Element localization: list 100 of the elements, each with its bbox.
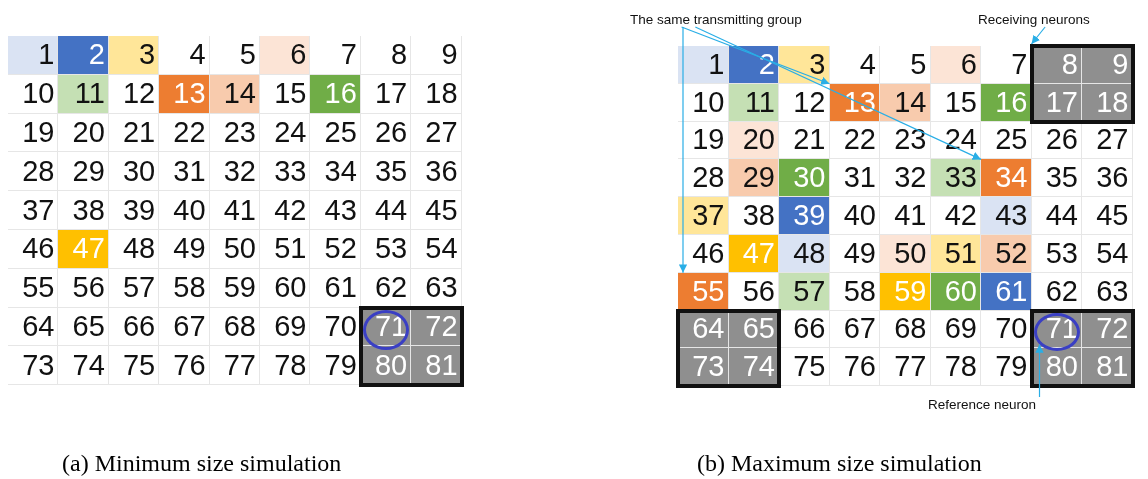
neuron-number: 68 — [209, 307, 259, 346]
neuron-number: 62 — [360, 268, 411, 307]
neuron-number: 4 — [159, 36, 209, 74]
neuron-number: 48 — [779, 235, 829, 272]
neuron-number: 33 — [930, 159, 980, 197]
neuron-number: 28 — [8, 152, 58, 191]
neuron-number: 56 — [728, 272, 778, 310]
neuron-number: 40 — [159, 191, 209, 229]
neuron-number: 6 — [930, 46, 980, 83]
neuron-number: 4 — [829, 46, 879, 83]
neuron-number: 2 — [728, 46, 778, 83]
neuron-number: 21 — [108, 113, 159, 152]
neuron-number: 42 — [930, 197, 980, 234]
neuron-number: 57 — [108, 268, 159, 307]
neuron-number: 46 — [8, 230, 58, 268]
callout-text: The same transmitting group — [630, 12, 802, 27]
neuron-number: 44 — [1031, 197, 1081, 234]
neuron-number: 43 — [310, 191, 360, 229]
caption: (b) Maximum size simulation — [697, 450, 982, 477]
neuron-number: 43 — [981, 197, 1031, 234]
neuron-number: 79 — [981, 348, 1031, 386]
neuron-number: 14 — [209, 74, 259, 113]
neuron-number: 18 — [411, 74, 461, 113]
neuron-number: 59 — [880, 272, 930, 310]
neuron-number: 19 — [678, 121, 728, 159]
neuron-number: 49 — [829, 235, 879, 272]
neuron-number: 25 — [981, 121, 1031, 159]
neuron-number: 36 — [1082, 159, 1132, 197]
neuron-number: 6 — [260, 36, 310, 74]
callout-text: Receiving neurons — [978, 12, 1090, 27]
neuron-number: 73 — [678, 348, 728, 386]
neuron-number: 49 — [159, 230, 209, 268]
neuron-number: 66 — [779, 310, 829, 348]
neuron-number: 35 — [1031, 159, 1081, 197]
neuron-number: 77 — [209, 346, 259, 385]
neuron-number: 61 — [310, 268, 360, 307]
neuron-number: 5 — [209, 36, 259, 74]
neuron-number: 61 — [981, 272, 1031, 310]
neuron-number: 78 — [930, 348, 980, 386]
leader-arrow — [694, 26, 982, 160]
neuron-number: 15 — [930, 83, 980, 121]
neuron-number: 51 — [260, 230, 310, 268]
neuron-number: 55 — [678, 272, 728, 310]
group-outline — [1029, 44, 1135, 124]
neuron-number: 63 — [411, 268, 461, 307]
neuron-number: 75 — [108, 346, 159, 385]
neuron-number: 55 — [8, 268, 58, 307]
neuron-number: 33 — [260, 152, 310, 191]
neuron-number: 22 — [829, 121, 879, 159]
neuron-number: 81 — [411, 346, 461, 385]
neuron-number: 30 — [779, 159, 829, 197]
neuron-number: 20 — [58, 113, 108, 152]
neuron-number: 31 — [829, 159, 879, 197]
neuron-number: 46 — [678, 235, 728, 272]
neuron-number: 59 — [209, 268, 259, 307]
neuron-number: 74 — [58, 346, 108, 385]
neuron-number: 29 — [728, 159, 778, 197]
neuron-number: 77 — [880, 348, 930, 386]
neuron-number: 24 — [260, 113, 310, 152]
neuron-number: 23 — [209, 113, 259, 152]
neuron-number: 7 — [310, 36, 360, 74]
neuron-number: 65 — [58, 307, 108, 346]
neuron-number: 37 — [8, 191, 58, 229]
neuron-number: 30 — [108, 152, 159, 191]
neuron-number: 54 — [1082, 235, 1132, 272]
neuron-number: 58 — [159, 268, 209, 307]
neuron-number: 50 — [209, 230, 259, 268]
neuron-number: 78 — [260, 346, 310, 385]
neuron-number: 74 — [728, 348, 778, 386]
neuron-number: 17 — [1031, 83, 1081, 121]
neuron-number: 2 — [58, 36, 108, 74]
neuron-number: 9 — [411, 36, 461, 74]
neuron-number: 58 — [829, 272, 879, 310]
neuron-number: 63 — [1082, 272, 1132, 310]
neuron-number: 56 — [58, 268, 108, 307]
neuron-number: 36 — [411, 152, 461, 191]
neuron-number: 64 — [8, 307, 58, 346]
neuron-number: 34 — [981, 159, 1031, 197]
neuron-number: 81 — [1082, 348, 1132, 386]
neuron-number: 10 — [678, 83, 728, 121]
neuron-number: 3 — [108, 36, 159, 74]
neuron-number: 23 — [880, 121, 930, 159]
leader-arrow — [1035, 343, 1044, 398]
neuron-number: 24 — [930, 121, 980, 159]
neuron-number: 66 — [108, 307, 159, 346]
leader-arrow — [678, 26, 688, 274]
neuron-number: 52 — [981, 235, 1031, 272]
neuron-number: 47 — [728, 235, 778, 272]
neuron-number: 76 — [829, 348, 879, 386]
neuron-number: 37 — [678, 197, 728, 234]
neuron-number: 27 — [411, 113, 461, 152]
neuron-number: 45 — [411, 191, 461, 229]
neuron-number: 76 — [159, 346, 209, 385]
neuron-number: 70 — [981, 310, 1031, 348]
neuron-number: 70 — [310, 307, 360, 346]
neuron-number: 31 — [159, 152, 209, 191]
neuron-number: 25 — [310, 113, 360, 152]
neuron-number: 17 — [360, 74, 411, 113]
neuron-number: 12 — [779, 83, 829, 121]
neuron-number: 60 — [930, 272, 980, 310]
